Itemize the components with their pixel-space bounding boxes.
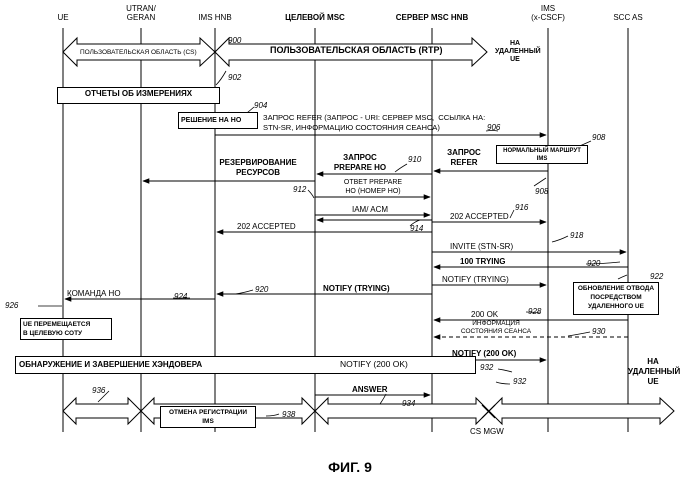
- prepare-ho-response-label: ОТВЕТ PREPARE НО (НОМЕР НО): [318, 178, 428, 196]
- ref-928: 928: [528, 307, 541, 316]
- ref-908-a: 908: [592, 133, 605, 142]
- notify-trying-2-label: NOTIFY (TRYING): [323, 284, 390, 293]
- resource-reservation-label: РЕЗЕРВИРОВАНИЕ РЕСУРСОВ: [210, 158, 306, 178]
- entity-msc-server: СЕРВЕР MSC HNB: [382, 13, 482, 22]
- ho-command-label: КОМАНДА НО: [67, 289, 121, 298]
- accepted-202-left-label: 202 ACCEPTED: [237, 222, 296, 231]
- notify-200ok-1-label: NOTIFY (200 OK): [452, 349, 516, 358]
- session-state-info-label: ИНФОРМАЦИЯ СОСТОЯНИЯ СЕАНСА: [455, 320, 537, 336]
- prepare-ho-request-label: ЗАПРОС PREPARE НО: [325, 153, 395, 173]
- ue-moves-box: UE ПЕРЕМЕЩАЕТСЯ В ЦЕЛЕВУЮ СОТУ: [20, 318, 112, 340]
- ref-934: 934: [402, 399, 415, 408]
- ref-906: 906: [487, 123, 500, 132]
- ref-932-a: 932: [480, 363, 493, 372]
- remote-ue-top-label: НА УДАЛЕННЫЙ UE: [495, 40, 535, 64]
- ref-916: 916: [515, 203, 528, 212]
- entity-utran-geran: UTRAN/ GERAN: [115, 4, 167, 22]
- entity-ue: UE: [48, 13, 78, 22]
- iam-acm-label: IAM/ ACM: [352, 205, 388, 214]
- entity-scc-as: SCC AS: [603, 13, 653, 22]
- ref-924: 924: [174, 292, 187, 301]
- ref-936: 936: [92, 386, 105, 395]
- cs-user-domain-label: ПОЛЬЗОВАТЕЛЬСКАЯ ОБЛАСТЬ (CS): [80, 48, 197, 57]
- remote-leg-update-box: ОБНОВЛЕНИЕ ОТВОДА ПОСРЕДСТВОМ УДАЛЕННОГО…: [573, 282, 659, 315]
- normal-route-box: НОРМАЛЬНЫЙ МАРШРУТ IMS: [496, 145, 588, 164]
- rtp-user-domain-label: ПОЛЬЗОВАТЕЛЬСКАЯ ОБЛАСТЬ (RTP): [270, 46, 443, 55]
- ref-904: 904: [254, 101, 267, 110]
- ho-decision-box: РЕШЕНИЕ НА НО: [178, 112, 258, 129]
- trying-100-label: 100 TRYING: [460, 257, 506, 266]
- ref-926: 926: [5, 301, 18, 310]
- ref-910: 910: [408, 155, 421, 164]
- ref-922: 922: [650, 272, 663, 281]
- ref-912: 912: [293, 185, 306, 194]
- ref-920-a: 920: [587, 259, 600, 268]
- refer-request-2-label: ЗАПРОС REFER: [442, 148, 486, 168]
- notify-trying-1-label: NOTIFY (TRYING): [442, 275, 509, 284]
- ref-938: 938: [282, 410, 295, 419]
- ref-932-b: 932: [513, 377, 526, 386]
- deregistration-box: ОТМЕНА РЕГИСТРАЦИИ IMS: [160, 406, 256, 428]
- ref-918: 918: [570, 231, 583, 240]
- cs-mgw-label: CS MGW: [470, 427, 504, 436]
- answer-label: ANSWER: [352, 385, 388, 394]
- entity-ims-hnb: IMS HNB: [190, 13, 240, 22]
- ref-930: 930: [592, 327, 605, 336]
- ref-920-b: 920: [255, 285, 268, 294]
- ref-900: 900: [228, 36, 241, 45]
- notify-200ok-2-label: NOTIFY (200 OK): [340, 360, 408, 369]
- ref-902: 902: [228, 73, 241, 82]
- measurement-reports-box: ОТЧЕТЫ ОБ ИЗМЕРЕНИЯХ: [57, 87, 220, 104]
- ref-914: 914: [410, 224, 423, 233]
- bottom-user-plane-arrows: [63, 398, 674, 424]
- accepted-202-right-label: 202 ACCEPTED: [450, 212, 509, 221]
- ok-200-label: 200 OK: [471, 310, 498, 319]
- refer-request-label: ЗАПРОС REFER (ЗАПРОС - URI: СЕРВЕР MSC, …: [263, 113, 485, 133]
- ref-908-b: 908: [535, 187, 548, 196]
- figure-caption: ФИГ. 9: [300, 459, 400, 475]
- invite-label: INVITE (STN-SR): [450, 242, 513, 251]
- entity-ims-cscf: IMS (x-CSCF): [523, 4, 573, 22]
- entity-target-msc: ЦЕЛЕВОЙ MSC: [275, 13, 355, 22]
- remote-ue-bottom-label: НА УДАЛЕННЫЙ UE: [628, 357, 678, 387]
